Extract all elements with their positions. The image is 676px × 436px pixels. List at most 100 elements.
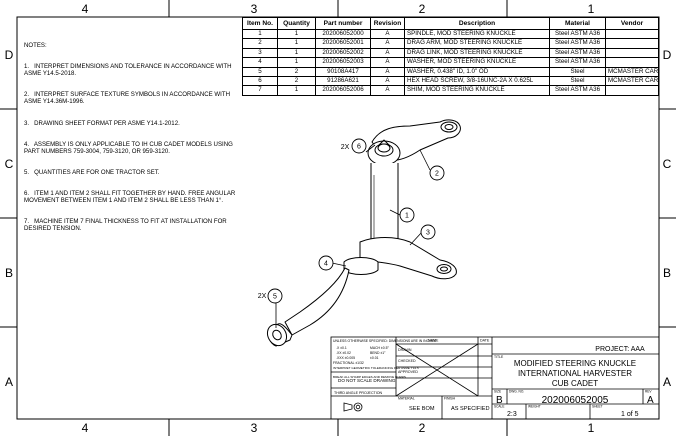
bom-cell: Steel ASTM A36 bbox=[549, 28, 606, 40]
finish-value: AS SPECIFIED bbox=[451, 406, 490, 412]
revision: A bbox=[647, 395, 654, 406]
do-not-scale: DO NOT SCALE DRAWING bbox=[338, 378, 396, 383]
lbl-dwg: DWG. NO. bbox=[509, 390, 524, 394]
bom-header-quantity: Quantity bbox=[277, 17, 316, 30]
lbl-checked: CHECKED bbox=[398, 359, 416, 363]
balloon-4 bbox=[318, 255, 334, 271]
bom-cell: 1 bbox=[277, 28, 316, 40]
bom-cell: Steel ASTM A36 bbox=[549, 47, 606, 59]
balloon-2-label: 2 bbox=[435, 171, 439, 178]
bom-cell: A bbox=[370, 38, 405, 49]
balloon-5-label: 5 bbox=[273, 294, 277, 301]
bom-header-item: Item No. bbox=[242, 17, 278, 30]
bom-cell: MCMASTER CARR bbox=[605, 76, 659, 87]
bom-cell: 202006052002 bbox=[315, 47, 371, 59]
tol-line-2: .XX ±0.02 bbox=[336, 351, 351, 355]
balloon-3 bbox=[420, 224, 436, 240]
zone-bottom-1: 1 bbox=[588, 421, 595, 435]
bom-cell bbox=[605, 47, 659, 59]
lbl-scale: SCALE bbox=[494, 405, 504, 409]
lbl-drawn: DRAWN bbox=[398, 348, 412, 352]
bom-cell: 2 bbox=[277, 76, 316, 87]
bom-header-row: Item No. Quantity Part number Revision D… bbox=[242, 17, 659, 30]
zone-left-B: B bbox=[5, 266, 13, 280]
tol-break: BREAK ALL SHARP EDGES AND REMOVE BURRS bbox=[333, 375, 406, 379]
bom-cell: Steel bbox=[549, 66, 606, 78]
lbl-name: NAME bbox=[428, 339, 439, 343]
note-7: 7. MACHINE ITEM 7 FINAL THICKNESS TO FIT… bbox=[24, 218, 229, 233]
sheet-size: B bbox=[496, 395, 503, 406]
drag-link-part bbox=[359, 237, 457, 280]
title-block-text: UNLESS OTHERWISE SPECIFIED: DIMENSIONS A… bbox=[333, 339, 654, 419]
bom-cell: MCMASTER CARR bbox=[605, 66, 659, 78]
title-line-1: MODIFIED STEERING KNUCKLE bbox=[514, 359, 636, 368]
note-6: 6. ITEM 1 AND ITEM 2 SHALL FIT TOGETHER … bbox=[24, 190, 238, 205]
zone-bottom-3: 3 bbox=[251, 421, 258, 435]
zone-bottom-2: 2 bbox=[419, 421, 426, 435]
lbl-material: MATERIAL bbox=[398, 397, 415, 401]
bom-header-description: Description bbox=[404, 17, 550, 30]
bom-header-revision: Revision bbox=[370, 17, 405, 30]
bom-cell: 202006052003 bbox=[315, 57, 371, 68]
note-2: 2. INTERPRET SURFACE TEXTURE SYMBOLS IN … bbox=[24, 91, 232, 106]
bom-cell: 2 bbox=[277, 66, 316, 78]
zone-right-C: C bbox=[663, 157, 672, 171]
zone-right-B: B bbox=[663, 266, 671, 280]
bom-cell: 3 bbox=[242, 47, 278, 59]
lbl-date: DATE bbox=[480, 339, 490, 343]
balloon-6-label: 6 bbox=[357, 144, 361, 151]
lbl-size: SIZE bbox=[494, 390, 501, 394]
bom-cell: WASHER, MOD STEERING KNUCKLE bbox=[404, 57, 550, 68]
bom-cell: 6 bbox=[242, 76, 278, 87]
bom-cell: A bbox=[370, 66, 405, 78]
note-1: 1. INTERPRET DIMENSIONS AND TOLERANCE IN… bbox=[24, 63, 233, 78]
balloon-4-label: 4 bbox=[324, 261, 328, 268]
bom-cell: 202006052000 bbox=[315, 28, 371, 40]
bom-cell: Steel ASTM A36 bbox=[549, 85, 606, 96]
bom-cell: 202006052006 bbox=[315, 85, 371, 96]
steering-knuckle-drawing bbox=[266, 119, 461, 347]
title-line-3: CUB CADET bbox=[552, 379, 598, 388]
tol-line-3: .XXX ±0.005 bbox=[336, 356, 355, 360]
bom-cell bbox=[605, 28, 659, 40]
bom-header-part-number: Part number bbox=[315, 17, 371, 30]
lbl-weight: WEIGHT bbox=[528, 405, 541, 409]
bom-cell: 2 bbox=[242, 38, 278, 49]
title-line-2: INTERNATIONAL HARVESTER bbox=[518, 369, 632, 378]
bom-cell: HEX HEAD SCREW, 3/8-16UNC-2A X 0.625L bbox=[404, 76, 550, 87]
zone-top-2: 2 bbox=[419, 2, 426, 16]
bom-cell: 202006052001 bbox=[315, 38, 371, 49]
bom-cell: WASHER, 0.438" ID, 1.0" OD bbox=[404, 66, 550, 78]
bom-cell: 1 bbox=[277, 57, 316, 68]
zone-right-D: D bbox=[663, 48, 672, 62]
balloon-1 bbox=[399, 207, 415, 223]
drawing-notes: NOTES: 1. INTERPRET DIMENSIONS AND TOLER… bbox=[24, 28, 244, 239]
tol-r-2: BEND ±1° bbox=[370, 351, 386, 355]
bom-cell: A bbox=[370, 85, 405, 96]
lbl-title: TITLE bbox=[494, 355, 504, 359]
bom-cell: 4 bbox=[242, 57, 278, 68]
bom-header-material: Material bbox=[549, 17, 606, 30]
note-5: 5. QUANTITIES ARE FOR ONE TRACTOR SET. bbox=[24, 168, 160, 176]
material-value: SEE BOM bbox=[409, 406, 435, 412]
zone-labels: 4 3 2 1 4 3 2 1 D C B A D C B A bbox=[5, 2, 672, 435]
bom-cell: Steel bbox=[549, 76, 606, 87]
collar-washer bbox=[343, 257, 379, 275]
zone-bottom-4: 4 bbox=[82, 421, 89, 435]
lower-spindle bbox=[284, 267, 350, 336]
bill-of-materials: Item No. Quantity Part number Revision D… bbox=[242, 17, 659, 96]
bom-cell: 1 bbox=[242, 28, 278, 40]
bom-cell: DRAG ARM, MOD STEERING KNUCKLE bbox=[404, 38, 550, 49]
bom-cell: 1 bbox=[277, 85, 316, 96]
bom-cell: A bbox=[370, 57, 405, 68]
bom-cell: 1 bbox=[277, 38, 316, 49]
bom-cell: SPINDLE, MOD STEERING KNUCKLE bbox=[404, 28, 550, 40]
bom-cell: SHIM, MOD STEERING KNUCKLE bbox=[404, 85, 550, 96]
bom-cell: Steel ASTM A36 bbox=[549, 57, 606, 68]
